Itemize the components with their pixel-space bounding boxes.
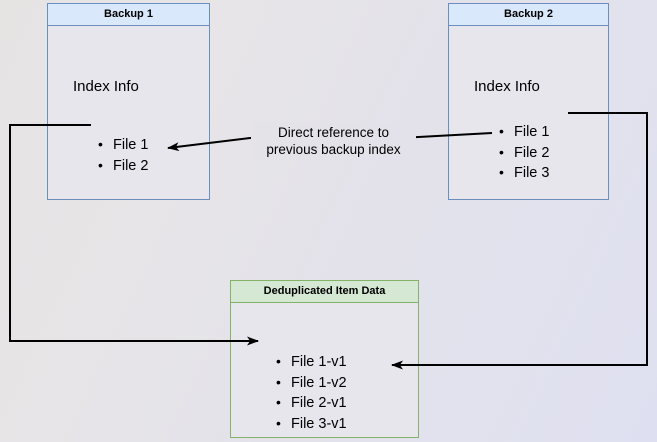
- backup-1-index-info-label: Index Info: [73, 78, 139, 95]
- list-item: File 1-v1: [276, 351, 347, 373]
- node-backup-1-body: Index Info File 1 File 2: [47, 26, 210, 200]
- list-item: File 1-v2: [276, 372, 347, 394]
- backup-2-file-list: File 1 File 2 File 3: [499, 121, 549, 184]
- node-backup-1[interactable]: Backup 1 Index Info File 1 File 2: [47, 3, 210, 200]
- list-item: File 2-v1: [276, 392, 347, 414]
- backup-1-file-list: File 1 File 2: [98, 134, 148, 177]
- edge-label-direct-reference: Direct reference to previous backup inde…: [251, 122, 416, 160]
- node-backup-2-header: Backup 2: [448, 3, 609, 26]
- node-backup-1-header: Backup 1: [47, 3, 210, 26]
- backup-2-index-info-label: Index Info: [474, 78, 540, 95]
- list-item: File 1: [499, 121, 549, 143]
- list-item: File 3-v1: [276, 413, 347, 435]
- node-dedup-header: Deduplicated Item Data: [230, 280, 419, 303]
- dedup-file-list: File 1-v1 File 1-v2 File 2-v1 File 3-v1: [276, 351, 347, 435]
- node-deduplicated-item-data[interactable]: Deduplicated Item Data File 1-v1 File 1-…: [230, 280, 419, 438]
- list-item: File 2: [499, 142, 549, 164]
- node-backup-2-body: Index Info File 1 File 2 File 3: [448, 26, 609, 200]
- node-dedup-body: File 1-v1 File 1-v2 File 2-v1 File 3-v1: [230, 303, 419, 438]
- list-item: File 2: [98, 155, 148, 177]
- node-backup-2[interactable]: Backup 2 Index Info File 1 File 2 File 3: [448, 3, 609, 200]
- list-item: File 1: [98, 134, 148, 156]
- list-item: File 3: [499, 162, 549, 184]
